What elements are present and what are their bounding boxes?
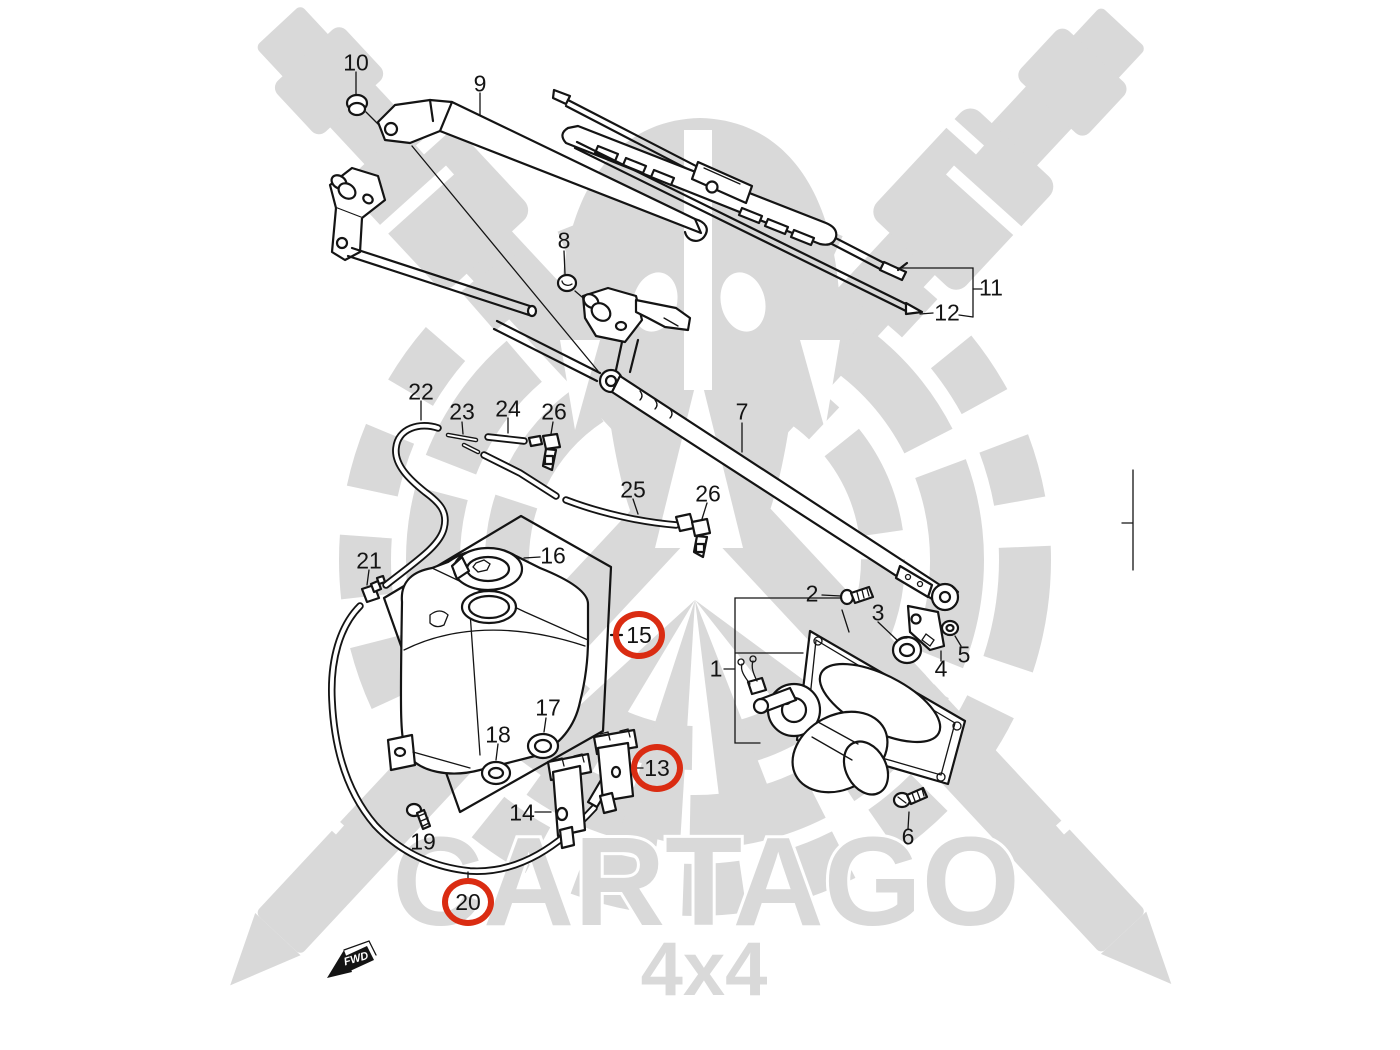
wiper-pivot-middle-and-link-7 <box>556 250 960 612</box>
watermark-tagline-text: 4x4 <box>641 927 768 1012</box>
wiper-motor-assembly <box>723 585 967 830</box>
wiper-arm-9 <box>345 71 708 372</box>
fwd-direction-marker: FWD <box>327 940 377 978</box>
watermark-brand-text: CARTAGO <box>392 811 1020 952</box>
washer-tank-group <box>382 514 644 850</box>
wiper-blade-assembly <box>551 88 983 318</box>
reference-line <box>1121 469 1134 571</box>
washer-hoses <box>328 400 712 884</box>
wiper-pivot-left <box>328 166 602 383</box>
brand-watermark-emblem: CARTAGO 4x4 <box>230 7 1172 1015</box>
